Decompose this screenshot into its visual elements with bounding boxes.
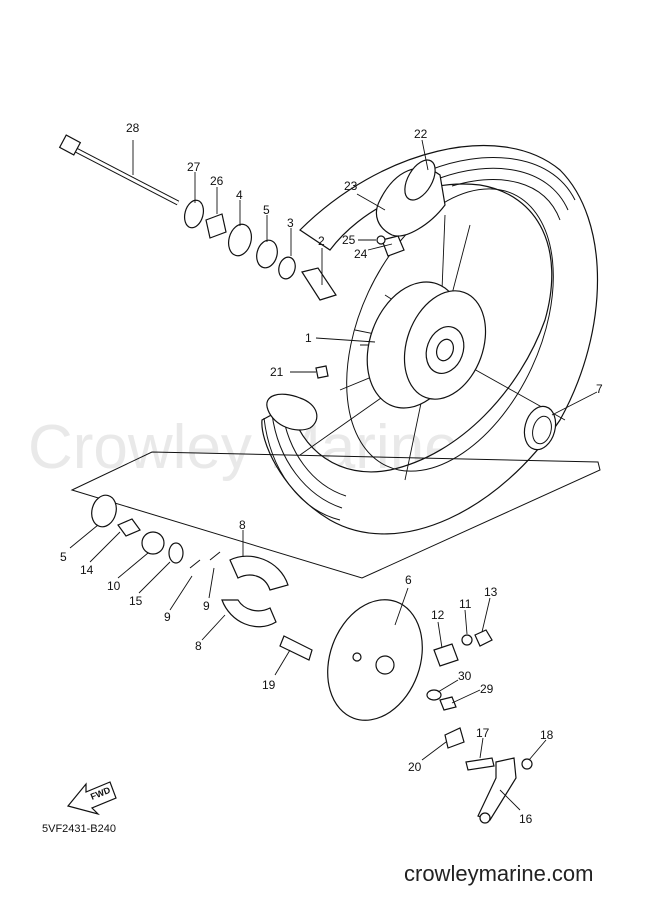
callout-4: 4: [236, 188, 243, 202]
spoke-nipple: [315, 365, 329, 379]
callout-10: 10: [107, 579, 121, 593]
spacer: [205, 213, 227, 239]
seal-3: [278, 256, 296, 280]
indicator: [433, 643, 459, 667]
hub: [366, 281, 487, 409]
callout-26: 26: [210, 174, 224, 188]
callout-21: 21: [270, 365, 284, 379]
callout-19: 19: [262, 678, 276, 692]
callout-17: 17: [476, 726, 490, 740]
callout-13: 13: [484, 585, 498, 599]
brake-plate: [327, 599, 423, 721]
nut-29: [439, 696, 457, 711]
washer-11: [461, 634, 473, 646]
callout-29: 29: [480, 682, 494, 696]
callout-28: 28: [126, 121, 140, 135]
callout-27: 27: [187, 160, 201, 174]
tire-and-rim: [261, 144, 598, 535]
fwd-arrow: FWD: [66, 781, 117, 816]
callout-5-top: 5: [263, 203, 270, 217]
callout-14: 14: [80, 563, 94, 577]
callout-8-bottom: 8: [195, 639, 202, 653]
callout-labels: 28 27 26 4 5 3 2 22 23 25 24 1 21 7 5 14…: [60, 121, 603, 826]
bearing-4: [227, 223, 253, 257]
callout-25: 25: [342, 233, 356, 247]
oil-seal: [523, 405, 557, 451]
diagram-code: 5VF2431-B240: [42, 823, 116, 835]
callout-3: 3: [287, 216, 294, 230]
callout-30: 30: [458, 669, 472, 683]
callout-9-right: 9: [203, 599, 210, 613]
callout-2: 2: [318, 234, 325, 248]
washer-30: [426, 689, 442, 701]
callout-18: 18: [540, 728, 554, 742]
leader-lines: [69, 139, 598, 811]
brake-small-parts: [91, 494, 221, 569]
site-footer: crowleymarine.com: [404, 861, 594, 886]
brake-shoes: [221, 555, 289, 628]
seal-13: [474, 629, 493, 647]
callout-22: 22: [414, 127, 428, 141]
callout-6: 6: [405, 573, 412, 587]
callout-16: 16: [519, 812, 533, 826]
callout-11: 11: [459, 597, 472, 611]
valve: [376, 235, 405, 257]
collar: [183, 199, 205, 229]
nut-18: [521, 758, 533, 770]
spacer-2: [301, 267, 337, 301]
callout-7: 7: [596, 382, 603, 396]
callout-23: 23: [344, 179, 358, 193]
callout-15: 15: [129, 594, 143, 608]
cam-shaft: [279, 635, 313, 661]
callout-24: 24: [354, 247, 368, 261]
callout-20: 20: [408, 760, 422, 774]
lever-hole: [479, 812, 491, 824]
callout-5-bottom: 5: [60, 550, 67, 564]
bearing-5: [256, 239, 278, 269]
callout-12: 12: [431, 608, 445, 622]
assembly-outline: [70, 451, 601, 579]
callout-9-left: 9: [164, 610, 171, 624]
callout-1: 1: [305, 331, 312, 345]
bolt-17: [465, 757, 495, 771]
indicator-plate: [444, 727, 465, 749]
axle: [58, 134, 180, 206]
callout-8-top: 8: [239, 518, 246, 532]
